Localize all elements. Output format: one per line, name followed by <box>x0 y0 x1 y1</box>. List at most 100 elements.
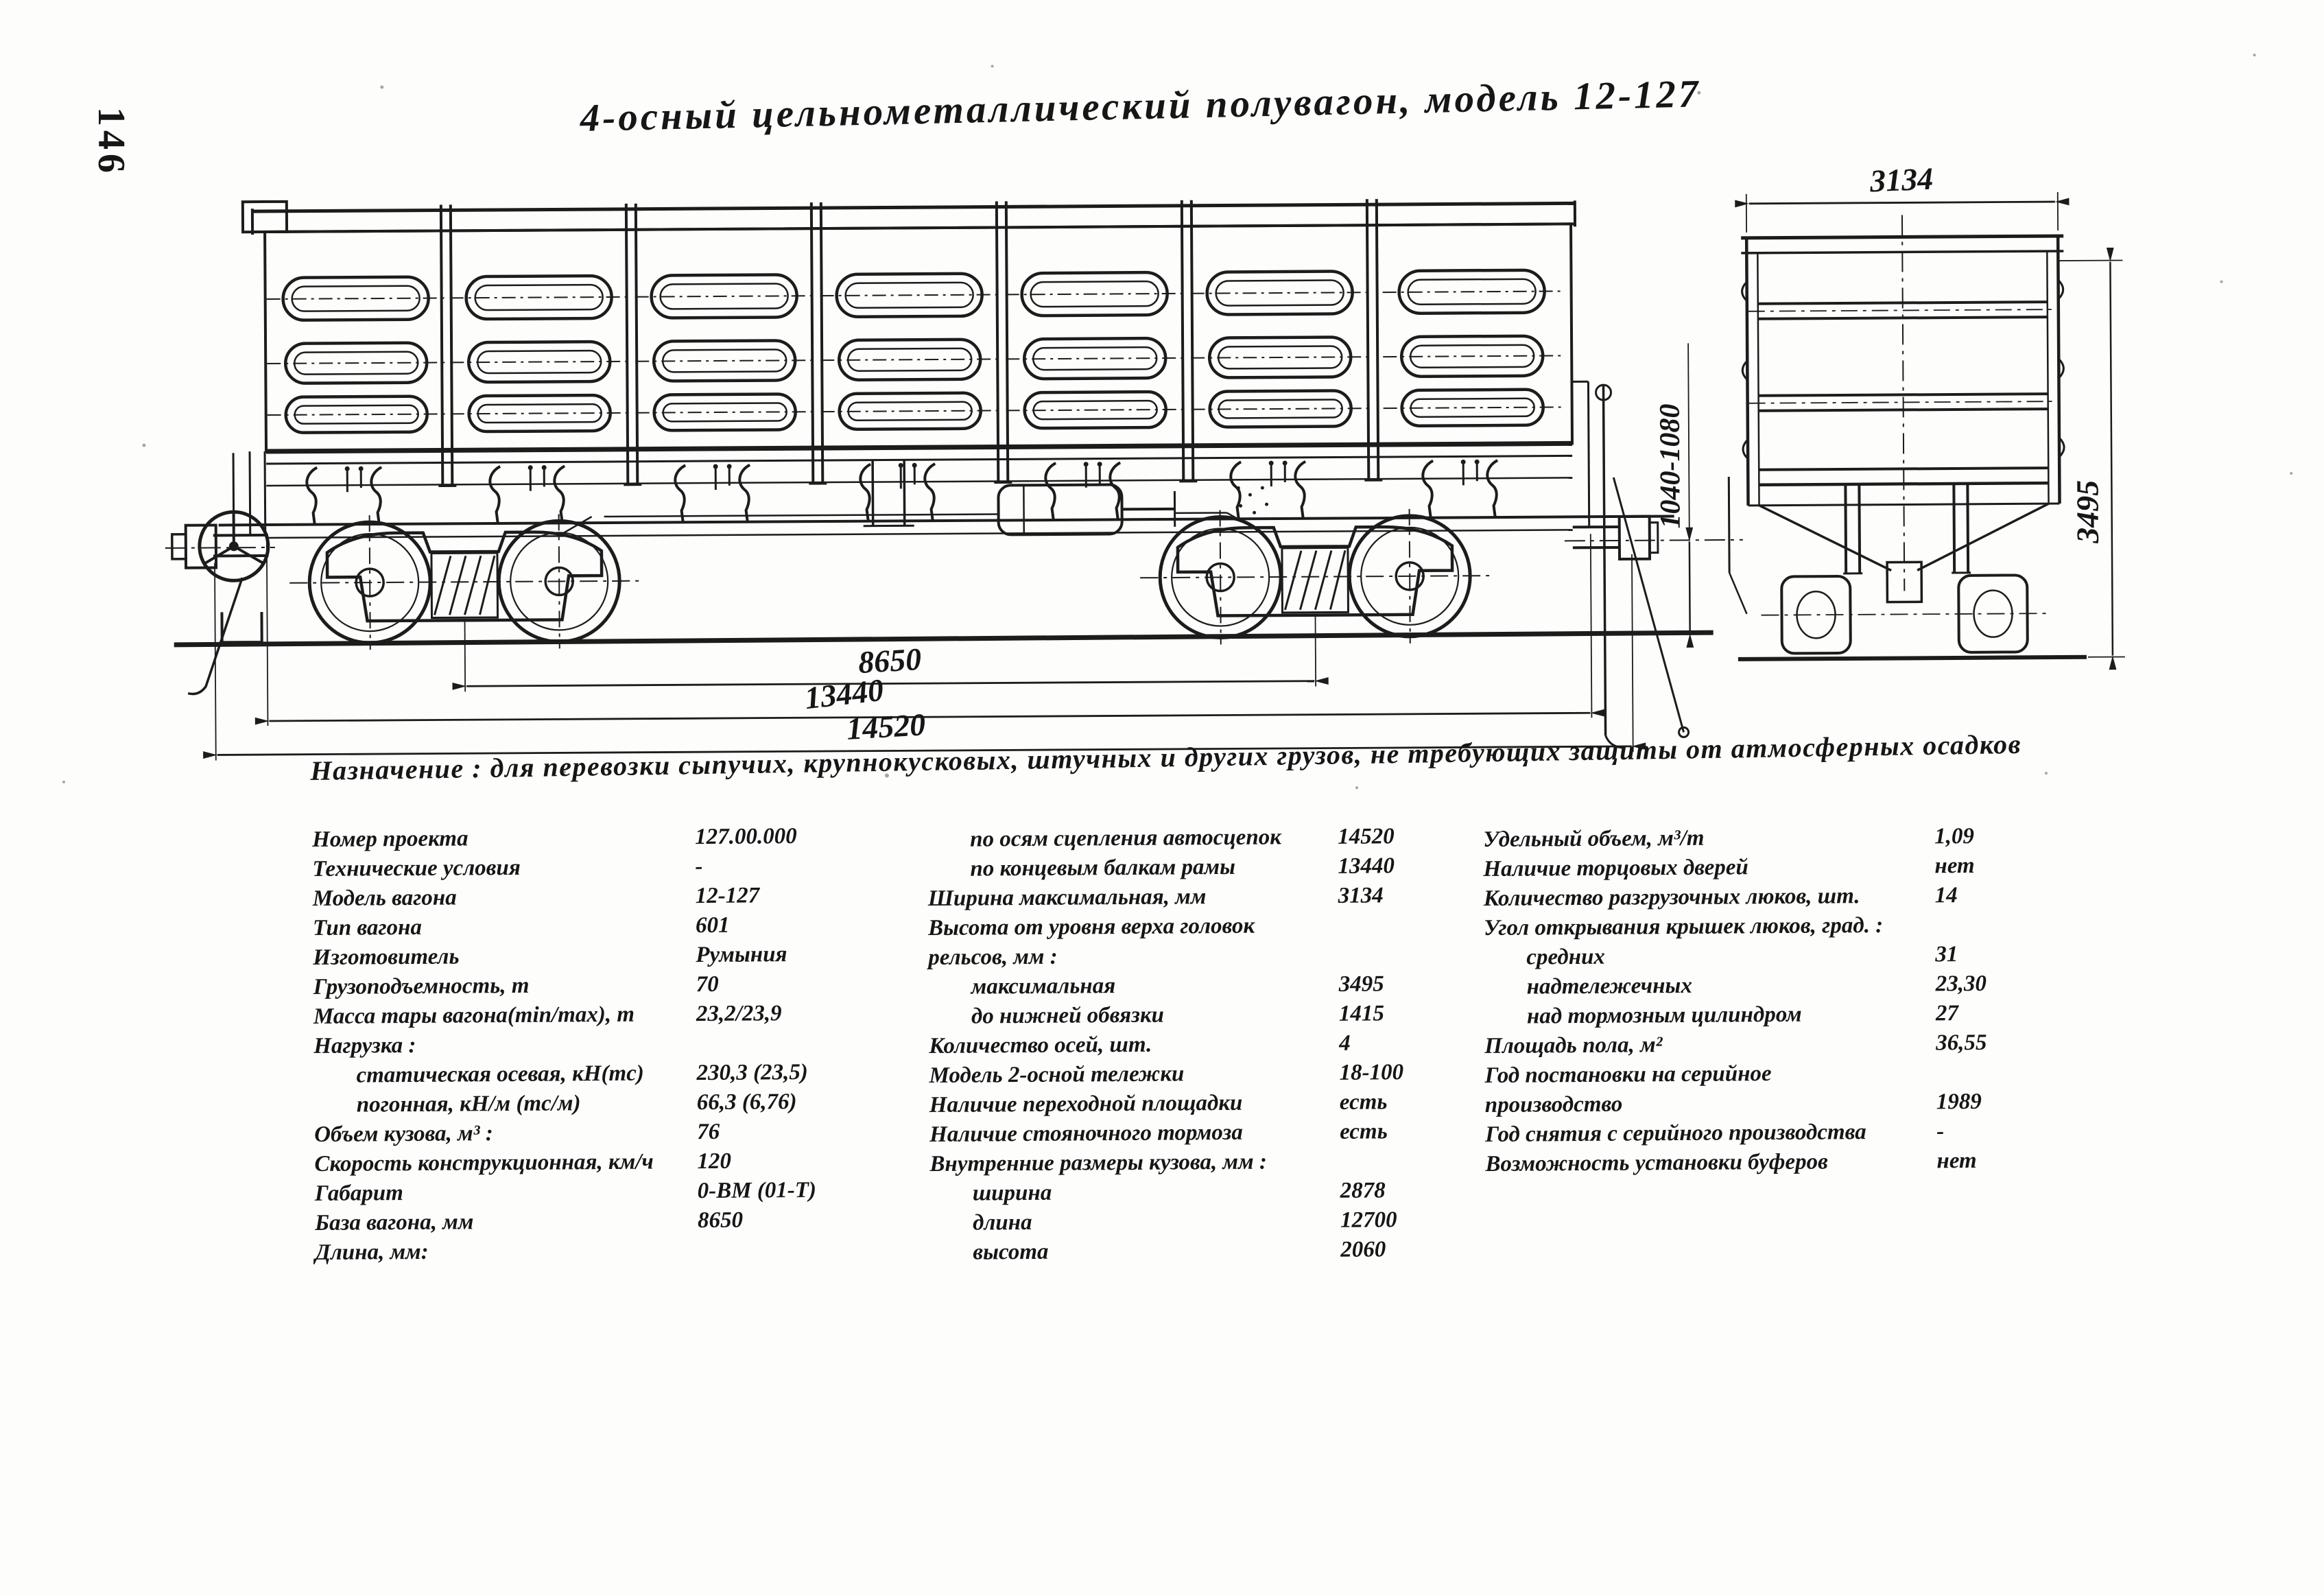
spec-label: ширина <box>972 1180 1052 1206</box>
spec-row: длина 12700 <box>930 1205 1486 1238</box>
spec-value: 13440 <box>1338 853 1395 879</box>
spec-value: 23,2/23,9 <box>696 1001 782 1027</box>
spec-value: 14 <box>1934 883 1958 908</box>
spec-row: Габарит 0-ВМ (01-Т) <box>315 1175 932 1209</box>
dim-label-8650: 8650 <box>857 641 923 680</box>
spec-row: по концевым балкам рамы 13440 <box>927 851 1483 884</box>
spec-row: Количество осей, шт.4 <box>929 1028 1484 1061</box>
spec-row: Возможность установки буферов нет <box>1485 1145 2178 1179</box>
spec-row: Технические условия - <box>312 851 929 884</box>
spec-label: Длина, мм: <box>315 1239 429 1265</box>
spec-label: Объем кузова, м³ : <box>314 1121 493 1147</box>
spec-label: Модель вагона <box>312 885 457 911</box>
spec-label: Тип вагона <box>312 914 423 941</box>
spec-label: надтележечных <box>1526 973 1693 1000</box>
spec-row: Год постановки на серийное производство 1… <box>1484 1056 2178 1120</box>
spec-label: Технические условия <box>312 855 521 882</box>
spec-value: нет <box>1936 1148 1977 1174</box>
spec-value: 14520 <box>1338 824 1395 849</box>
spec-value: 27 <box>1935 1001 1959 1026</box>
spec-value: 601 <box>695 912 730 938</box>
spec-label: Нагрузка : <box>313 1032 416 1059</box>
spec-row: Тип вагона 601 <box>313 910 930 943</box>
spec-value: 120 <box>697 1148 732 1174</box>
spec-value: 18-100 <box>1339 1060 1404 1085</box>
spec-value: 2878 <box>1340 1178 1386 1203</box>
spec-label: Модель 2-осной тележки <box>929 1061 1185 1088</box>
spec-label: средних <box>1526 944 1605 970</box>
wagon-technical-drawing: 8650 13440 14520 1040-1080 <box>62 54 2293 790</box>
spec-label: по концевым балкам рамы <box>970 854 1236 882</box>
spec-value: 2060 <box>1340 1237 1386 1262</box>
dim-label-14520: 14520 <box>846 707 927 746</box>
spec-value: 0-ВМ (01-Т) <box>697 1177 817 1204</box>
spec-row: Удельный объем, м³/т 1,09 <box>1483 820 2176 855</box>
spec-label: до нижней обвязки <box>971 1002 1165 1029</box>
spec-value: 3495 <box>1338 971 1384 997</box>
spec-row: Площадь пола, м² 36,55 <box>1484 1027 2177 1061</box>
spec-row: Угол открывания крышек люков, град. : <box>1484 909 2177 943</box>
spec-value: 3134 <box>1338 883 1384 908</box>
spec-row: Скорость конструкционная, км/ч 120 <box>314 1146 932 1179</box>
spec-row: погонная, кН/м (тс/м)66,3 (6,76) <box>314 1087 932 1120</box>
spec-value: 76 <box>697 1119 720 1145</box>
spec-value: - <box>1936 1119 1945 1144</box>
spec-label: Габарит <box>314 1181 403 1206</box>
spec-label: Внутренние размеры кузова, мм : <box>929 1149 1268 1177</box>
spec-row: над тормозным цилиндром 27 <box>1484 997 2177 1032</box>
spec-value: 1,09 <box>1934 824 1975 849</box>
spec-label: Возможность установки буферов <box>1485 1149 1828 1177</box>
spec-value: 230,3 (23,5) <box>696 1059 808 1086</box>
spec-value: 4 <box>1339 1030 1351 1056</box>
spec-label: Масса тары вагона(min/max), т <box>313 1002 635 1029</box>
dim-label-13440: 13440 <box>803 672 886 716</box>
spec-value: есть <box>1340 1119 1388 1144</box>
spec-row: Количество разгрузочных люков, шт. 14 <box>1484 879 2177 914</box>
spec-label: Количество разгрузочных люков, шт. <box>1483 884 1860 911</box>
spec-value: 36,55 <box>1936 1030 1987 1056</box>
spec-value: 127.00.000 <box>695 824 797 850</box>
spec-value: 1989 <box>1936 1089 1982 1115</box>
spec-value: 12-127 <box>695 883 760 909</box>
spec-row: до нижней обвязки 1415 <box>929 998 1484 1032</box>
spec-value: есть <box>1339 1089 1388 1115</box>
spec-label: Наличие стояночного тормоза <box>929 1120 1243 1147</box>
spec-label: длина <box>972 1209 1032 1236</box>
spec-row: Изготовитель Румыния <box>313 939 930 973</box>
spec-value: Румыния <box>696 942 787 968</box>
spec-label: Изготовитель <box>313 944 460 970</box>
dim-label-1040-1080: 1040-1080 <box>1655 403 1687 528</box>
end-view-dimensions <box>1735 192 2125 670</box>
spec-label: Скорость конструкционная, км/ч <box>314 1149 654 1177</box>
spec-value: 66,3 (6,76) <box>696 1089 797 1115</box>
spec-value: 1415 <box>1338 1001 1385 1026</box>
spec-label: Год постановки на серийное производство <box>1484 1061 1772 1118</box>
side-view-dimensions <box>203 343 1694 761</box>
spec-value: 8650 <box>697 1207 744 1233</box>
spec-label: Наличие переходной площадки <box>929 1090 1243 1118</box>
spec-value: - <box>695 854 703 879</box>
spec-label: Высота от уровня верха головок рельсов, … <box>927 913 1255 970</box>
spec-label: над тормозным цилиндром <box>1526 1002 1802 1029</box>
spec-row: Модель вагона 12-127 <box>313 880 930 914</box>
spec-row: Модель 2-осной тележки 18-100 <box>929 1057 1484 1091</box>
spec-label: Год снятия с серийного производства <box>1485 1120 1866 1147</box>
spec-value: 70 <box>696 971 719 997</box>
spec-row: статическая осевая, кН(тс)230,3 (23,5) <box>313 1057 931 1091</box>
spec-value: 23,30 <box>1935 971 1987 997</box>
spec-label: Наличие торцовых дверей <box>1483 855 1748 882</box>
spec-value: 12700 <box>1340 1207 1397 1233</box>
spec-label: Удельный объем, м³/т <box>1483 825 1705 852</box>
spec-label: Площадь пола, м² <box>1484 1032 1663 1059</box>
